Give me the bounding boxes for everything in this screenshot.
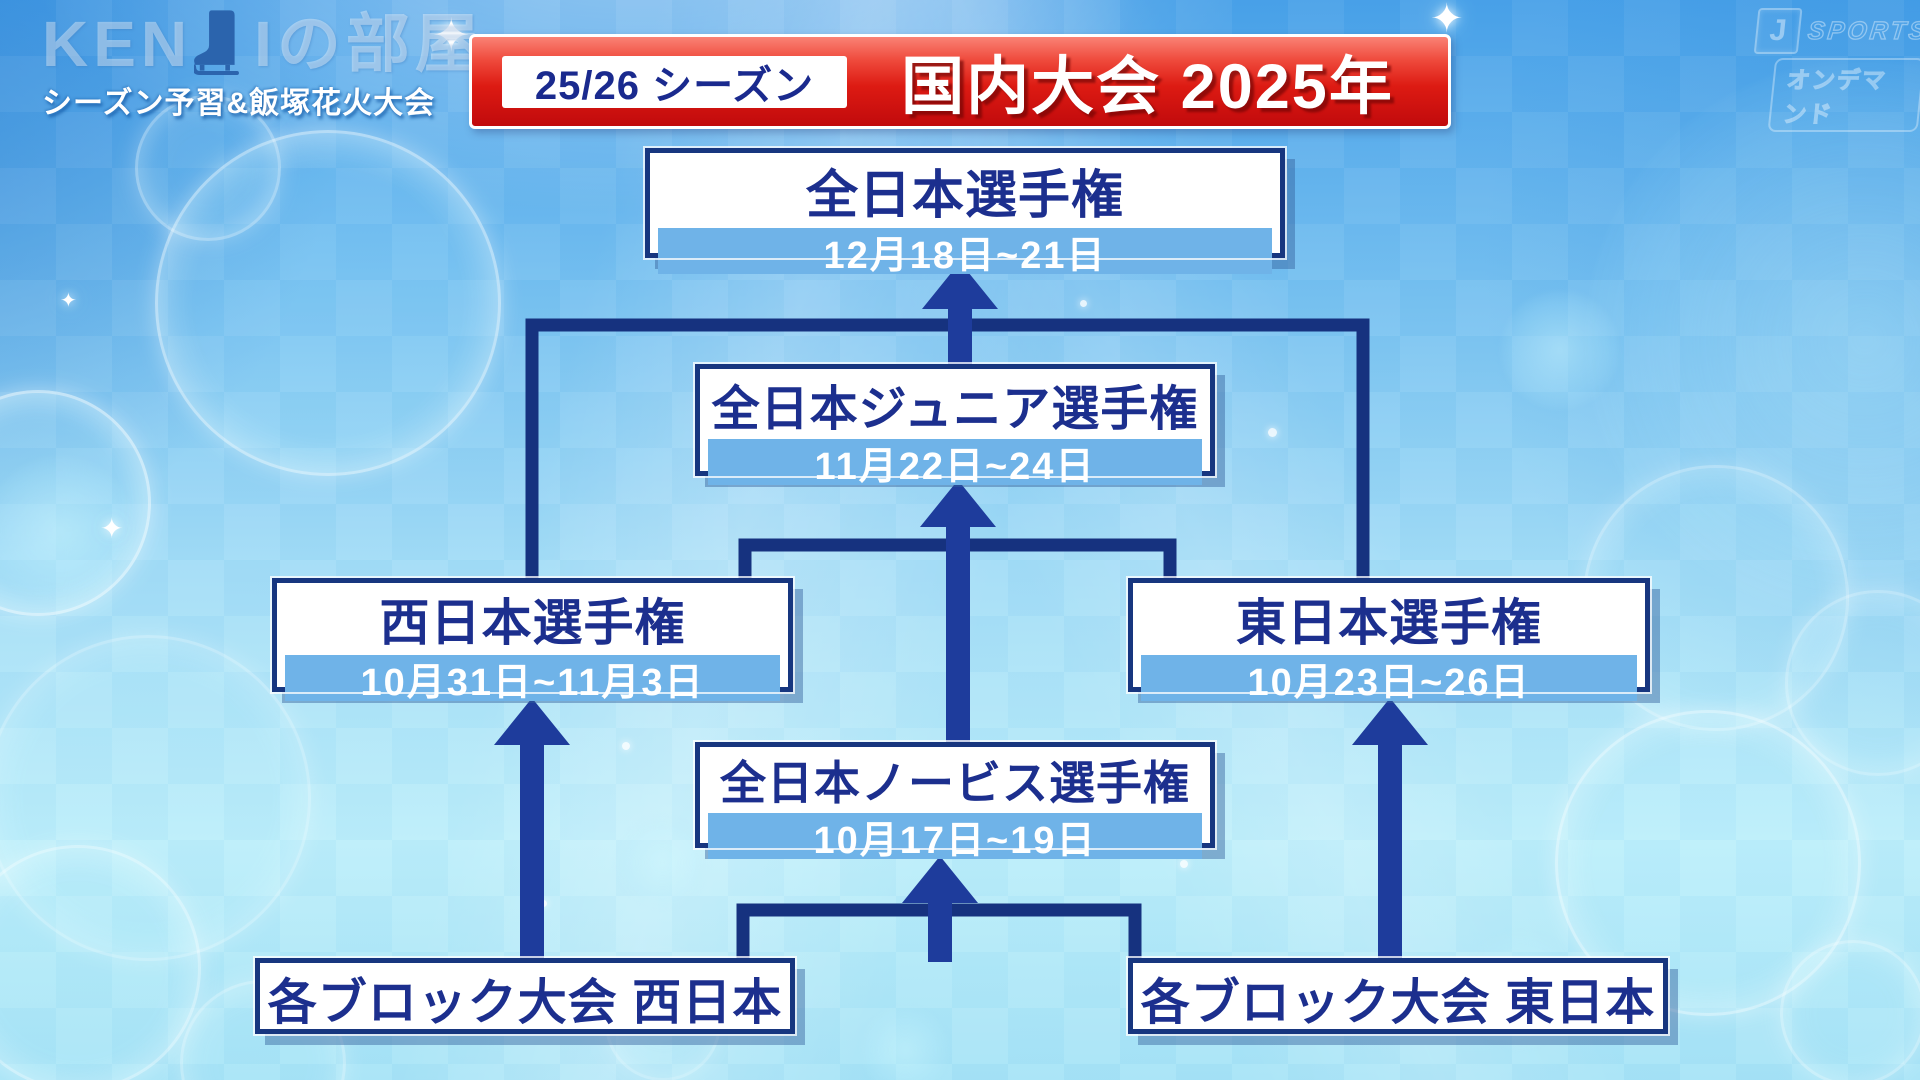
node-west-japan-championship: 西日本選手権 10月31日~11月3日 [270,576,795,704]
arrow-novice-to-junior [920,480,996,746]
sparkle-dot [540,900,547,907]
jsports-j-icon: J [1753,8,1803,54]
arrow-blocks-to-novice [902,856,978,962]
show-logo-text: の部屋 [276,8,484,80]
sparkle-dot [1080,300,1087,307]
title-banner: 25/26 シーズン 国内大会 2025年 [469,34,1451,129]
sparkle-dot [1268,428,1277,437]
bokeh-circle [1500,290,1620,410]
show-logo-text: I [254,8,277,80]
node-date: 10月23日~26日 [1141,655,1637,704]
connector-blocks-to-novice-bar [736,903,1142,962]
connector-west-east-to-junior [738,538,1177,582]
bokeh-circle [0,390,151,616]
bokeh-circle [860,1005,950,1080]
jsports-logo-row: J SPORTS [1753,8,1920,54]
node-date: 11月22日~24日 [708,439,1202,488]
season-label: 25/26 シーズン [502,55,847,108]
bokeh-circle [0,845,201,1080]
arrow-blockeast-to-east [1352,698,1428,962]
node-east-japan-championship: 東日本選手権 10月23日~26日 [1126,576,1652,704]
node-date: 10月17日~19日 [708,813,1202,862]
skate-icon [194,10,240,76]
show-logo: KEN I の部屋 シーズン予習&飯塚花火大会 [42,8,484,122]
bokeh-circle [155,130,501,476]
bokeh-circle [0,635,311,961]
node-title: 東日本選手権 [1236,595,1542,651]
arrow-blockwest-to-west [494,698,570,962]
node-title: 各ブロック大会 東日本 [1140,976,1656,1030]
node-title: 西日本選手権 [379,595,686,651]
node-title: 全日本ノービス選手権 [720,757,1190,809]
sparkle-dot [1180,860,1188,868]
show-logo-subtitle: シーズン予習&飯塚花火大会 [42,87,436,120]
bokeh-circle [1785,590,1920,776]
bokeh-circle [1585,60,1920,620]
node-title: 各ブロック大会 西日本 [267,976,783,1030]
jsports-wordmark: SPORTS [1806,16,1920,45]
bokeh-circle [1780,940,1920,1080]
node-date: 10月31日~11月3日 [285,655,780,704]
node-block-tournaments-west: 各ブロック大会 西日本 [253,956,797,1036]
bokeh-circle [0,455,135,605]
node-title: 全日本ジュニア選手権 [711,383,1199,436]
node-title: 全日本選手権 [805,167,1124,225]
jsports-ondemand-label: オンデマンド [1767,58,1920,132]
show-logo-title: KEN I の部屋 [42,8,484,76]
node-novice-championship: 全日本ノービス選手権 10月17日~19日 [693,740,1217,862]
node-all-japan-championship: 全日本選手権 12月18日~21日 [643,146,1287,277]
node-junior-championship: 全日本ジュニア選手権 11月22日~24日 [693,362,1217,488]
jsports-logo: J SPORTS オンデマンド [1745,8,1920,132]
node-date: 12月18日~21日 [658,228,1272,277]
sparkle-star: ✦ [60,290,77,312]
show-logo-text: KEN [42,8,193,80]
page-title: 国内大会 2025年 [901,52,1394,122]
sparkle-dot [622,742,630,750]
node-block-tournaments-east: 各ブロック大会 東日本 [1126,956,1670,1036]
sparkle-star: ✦ [100,513,124,544]
